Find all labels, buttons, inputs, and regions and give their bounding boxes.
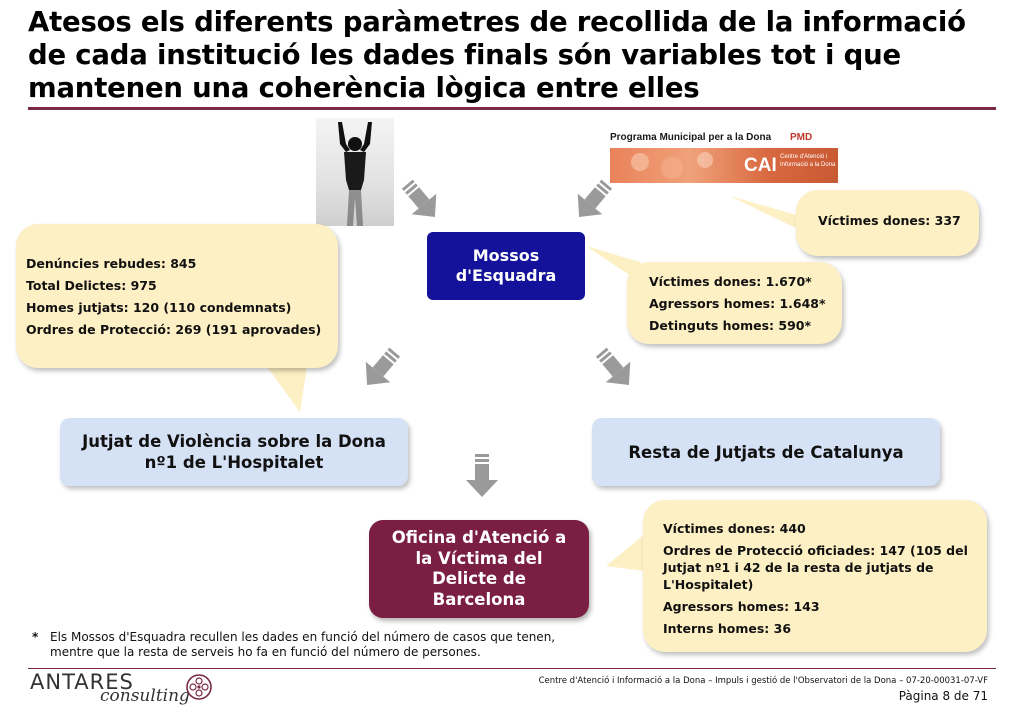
box-mossos-esquadra: Mossos d'Esquadra: [427, 232, 585, 300]
pmd-cai-logo: Programa Municipal per a la Dona PMD CAI…: [610, 131, 838, 183]
page-title: Atesos els diferents paràmetres de recol…: [28, 6, 966, 104]
footnote-marker: *: [32, 630, 39, 644]
cai-abbrev: CAI: [744, 155, 777, 176]
arrow-mossos-to-jutjat-icon: [354, 341, 407, 396]
stat-line: Interns homes: 36: [663, 621, 792, 636]
woman-silhouette-icon: [338, 122, 372, 226]
brand-name: ANTARES: [30, 670, 134, 694]
arrow-photo-to-mossos-icon: [395, 173, 448, 228]
callout-left-stats: Denúncies rebudes: 845 Total Delictes: 9…: [16, 224, 338, 368]
stat-line: Total Delictes: 975: [26, 278, 157, 293]
footer-project-info: Centre d'Atenció i Informació a la Dona …: [538, 676, 988, 686]
stat-line: Ordres de Protecció oficiades: 147 (105 …: [663, 543, 968, 592]
stat-line: Víctimes dones: 440: [663, 521, 806, 536]
flower-pattern-icon: [631, 152, 713, 179]
box-label: Mossos d'Esquadra: [455, 246, 557, 285]
footnote: * Els Mossos d'Esquadra recullen les dad…: [32, 630, 592, 660]
callout-bottom-right-stats: Víctimes dones: 440 Ordres de Protecció …: [643, 500, 987, 652]
footer-divider: [28, 668, 996, 669]
page-number: Pàgina 8 de 71: [898, 689, 988, 703]
arrow-mossos-to-resta-icon: [589, 341, 642, 396]
arrow-logo-to-mossos-icon: [566, 173, 619, 228]
stat-line: Ordres de Protecció: 269 (191 aprovades): [26, 322, 322, 337]
stat-line: Detinguts homes: 590*: [649, 318, 812, 333]
cai-caption: Centre d'Atenció i Informació a la Dona: [780, 154, 836, 168]
stat-line: Homes jutjats: 120 (110 condemnats): [26, 300, 292, 315]
box-oficina-atencio-victima: Oficina d'Atenció a la Víctima del Delic…: [369, 520, 589, 618]
box-label: Oficina d'Atenció a la Víctima del Delic…: [391, 528, 567, 609]
stat-line: Agressors homes: 1.648*: [649, 296, 826, 311]
callout-tail-bottom-right: [606, 528, 652, 572]
stat-line: Agressors homes: 143: [663, 599, 820, 614]
stat-line: Denúncies rebudes: 845: [26, 256, 197, 271]
callout-top-right-stats: Víctimes dones: 337: [796, 190, 979, 256]
brand-flower-icon: [186, 674, 212, 700]
stat-line: Víctimes dones: 337: [818, 213, 961, 228]
pmd-program-label: Programa Municipal per a la Dona: [610, 132, 772, 143]
box-resta-jutjats: Resta de Jutjats de Catalunya: [592, 418, 940, 486]
callout-tail-mid-right: [586, 246, 640, 282]
callout-tail-left: [262, 360, 308, 412]
box-jutjat-violencia: Jutjat de Violència sobre la Dona nº1 de…: [60, 418, 408, 486]
callout-mid-right-stats: Víctimes dones: 1.670* Agressors homes: …: [627, 262, 842, 344]
box-label: Jutjat de Violència sobre la Dona nº1 de…: [82, 432, 386, 472]
pmd-abbrev: PMD: [790, 132, 813, 143]
arrow-to-oficina-icon: [466, 454, 498, 497]
silhouette-photo: [316, 118, 394, 226]
footnote-text: Els Mossos d'Esquadra recullen les dades…: [50, 630, 556, 659]
callout-tail-top-right: [730, 196, 812, 236]
brand-tagline: consulting: [100, 686, 190, 706]
stat-line: Víctimes dones: 1.670*: [649, 274, 812, 289]
title-divider: [28, 107, 996, 110]
box-label: Resta de Jutjats de Catalunya: [628, 442, 904, 462]
